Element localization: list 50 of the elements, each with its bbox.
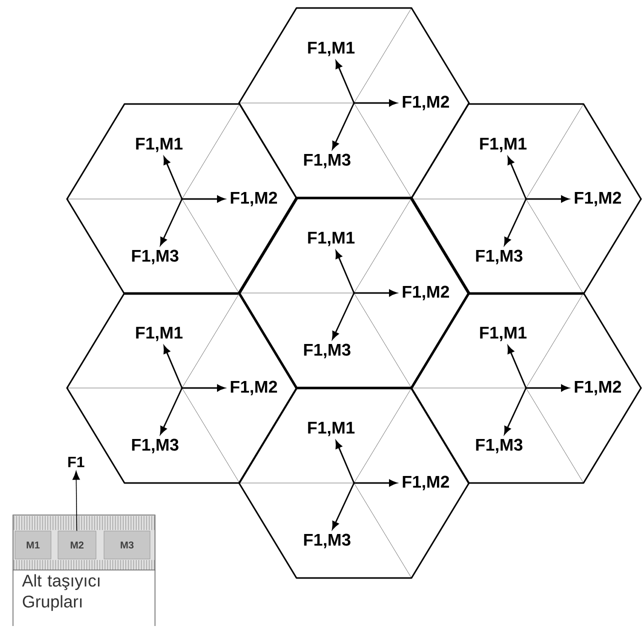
arrow [354, 290, 397, 296]
arrow [508, 156, 527, 200]
subcarrier-box: M3 [104, 530, 150, 560]
hexagon-cell [66, 292, 298, 484]
sector-label: F1,M2 [402, 476, 450, 490]
arrow [182, 196, 225, 202]
arrow [164, 346, 183, 388]
arrow [336, 440, 355, 484]
sector-label: F1,M3 [476, 250, 522, 264]
hexagon-cell [66, 103, 298, 295]
arrow [160, 198, 183, 246]
sector-label: F1,M3 [476, 438, 522, 454]
caption-box: Alt taşıyıcı Grupları [12, 570, 156, 626]
sector-label: F1,M2 [574, 380, 622, 396]
arrow [504, 388, 527, 434]
arrow [354, 100, 397, 106]
sector-label: F1,M3 [132, 250, 178, 264]
sector-label: F1,M1 [136, 326, 183, 342]
sector-label: F1,M2 [402, 96, 450, 110]
sector-label: F1,M1 [480, 138, 527, 152]
frequency-label: F1 [68, 456, 84, 468]
arrow [336, 250, 355, 294]
arrow [164, 156, 183, 200]
sector-label: F1,M2 [230, 192, 278, 206]
arrow [332, 102, 355, 150]
arrow [354, 480, 397, 486]
sector-label: F1,M1 [136, 138, 183, 152]
sector-label: F1,M2 [230, 380, 278, 396]
arrow [508, 346, 527, 388]
sector-label: F1,M1 [308, 42, 355, 56]
sector-label: F1,M2 [574, 192, 622, 206]
arrow [526, 196, 569, 202]
sector-label: F1,M2 [402, 286, 450, 300]
arrow [332, 292, 355, 340]
arrow [336, 60, 355, 104]
sector-label: F1,M3 [304, 534, 350, 548]
sector-label: F1,M1 [480, 326, 527, 342]
sector-label: F1,M3 [304, 344, 350, 358]
arrow [526, 384, 569, 392]
arrow [160, 388, 183, 434]
sector-label: F1,M3 [132, 438, 178, 454]
sector-label: F1,M1 [308, 232, 355, 246]
subcarrier-box: M2 [58, 530, 96, 560]
arrow [332, 482, 355, 530]
sector-label: F1,M3 [304, 154, 350, 168]
arrow [504, 198, 527, 246]
arrow [72, 471, 80, 532]
sector-label: F1,M1 [308, 422, 355, 436]
arrow [182, 384, 225, 392]
subcarrier-box: M1 [14, 530, 52, 560]
